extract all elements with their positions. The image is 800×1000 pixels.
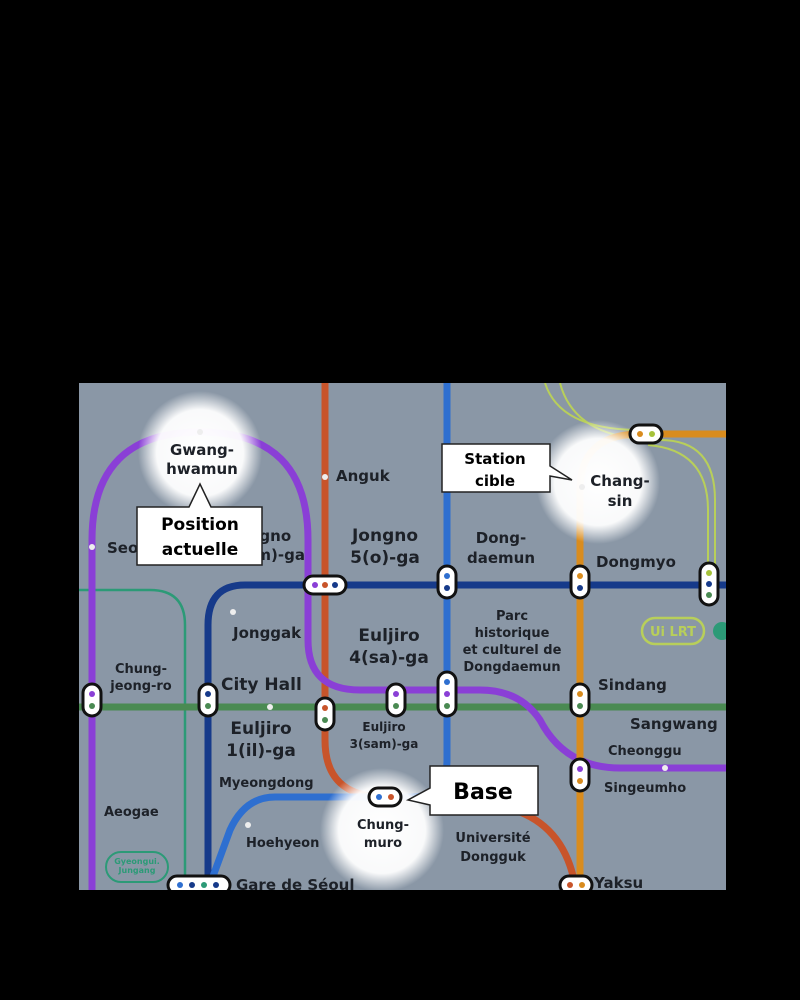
callout-base-text: Base xyxy=(453,780,513,805)
station-dot-anguk[interactable] xyxy=(322,474,328,480)
svg-text:Ui LRT: Ui LRT xyxy=(650,625,696,640)
interchange-seoulstation[interactable] xyxy=(166,874,232,894)
svg-text:Gyeongui.Jungang: Gyeongui.Jungang xyxy=(114,857,160,875)
label-dongdaemun: Dong-daemun xyxy=(467,529,535,567)
station-dot-myeongdong-gap[interactable] xyxy=(267,704,273,710)
interchange-cityhall[interactable] xyxy=(197,682,219,718)
line-layer: Ui LRT Gyeongui.Jungang Jongno3(sam)-ga … xyxy=(79,383,726,894)
label-yaksu: Yaksu xyxy=(593,874,643,892)
line-lime-c xyxy=(647,444,709,590)
label-changsin: Chang-sin xyxy=(590,472,649,510)
station-dot-seodaemun[interactable] xyxy=(89,544,95,550)
line-teal xyxy=(79,588,187,890)
glow-gwanghwamun xyxy=(138,391,262,515)
label-sindang: Sindang xyxy=(598,676,667,694)
label-seodaemun: Seo xyxy=(107,539,138,557)
callout-base: Base xyxy=(405,765,539,816)
interchange-yaksu[interactable] xyxy=(558,874,594,894)
label-seoulstation: Gare de Séoul xyxy=(236,876,354,894)
badge-ui-lrt: Ui LRT xyxy=(640,616,706,646)
interchange-euljiro4ga[interactable] xyxy=(385,682,407,718)
label-cityhall: City Hall xyxy=(221,675,302,695)
label-chungmuro: Chung-muro xyxy=(357,818,409,851)
label-hoehyeon: Hoehyeon xyxy=(246,836,319,851)
glow-changsin xyxy=(536,420,660,544)
badge-partial-icon xyxy=(713,622,726,640)
interchange-sindang[interactable] xyxy=(569,682,591,718)
interchange-sinseol[interactable] xyxy=(698,561,720,607)
label-anguk: Anguk xyxy=(336,467,391,485)
station-dot-cheonggu[interactable] xyxy=(662,765,668,771)
badge-gyeongui: Gyeongui.Jungang xyxy=(105,851,169,883)
interchange-cheonggu[interactable] xyxy=(569,757,591,793)
label-chungjeongro: Chung-jeong-ro xyxy=(109,662,172,694)
label-sangwang: Sangwang xyxy=(630,715,718,733)
label-myeongdong: Myeongdong xyxy=(219,776,314,791)
interchange-jongno3ga[interactable] xyxy=(302,574,348,596)
line-navy xyxy=(204,581,726,890)
interchange-jongno5ga[interactable] xyxy=(436,564,458,600)
label-gwanghwamun: Gwang-hwamun xyxy=(166,441,238,478)
label-dongmyo: Dongmyo xyxy=(596,553,676,571)
interchange-dongmyo[interactable] xyxy=(569,564,591,600)
interchange-ddp[interactable] xyxy=(436,670,458,718)
station-dot-hoehyeon[interactable] xyxy=(245,822,251,828)
interchange-changsin-top[interactable] xyxy=(628,423,664,445)
interchange-euljiro3ga[interactable] xyxy=(314,696,336,732)
label-cheonggu: Cheonggu xyxy=(608,744,682,759)
interchange-chungjeongro[interactable] xyxy=(81,682,103,718)
label-jonggak: Jonggak xyxy=(232,624,302,642)
label-aeogae: Aeogae xyxy=(104,805,159,820)
label-singeumho: Singeumho xyxy=(604,781,686,796)
station-dot-changsin[interactable] xyxy=(579,484,585,490)
station-dot-gwanghwamun[interactable] xyxy=(197,429,203,435)
station-dot-jonggak[interactable] xyxy=(230,609,236,615)
interchange-chungmuro[interactable] xyxy=(367,786,403,808)
